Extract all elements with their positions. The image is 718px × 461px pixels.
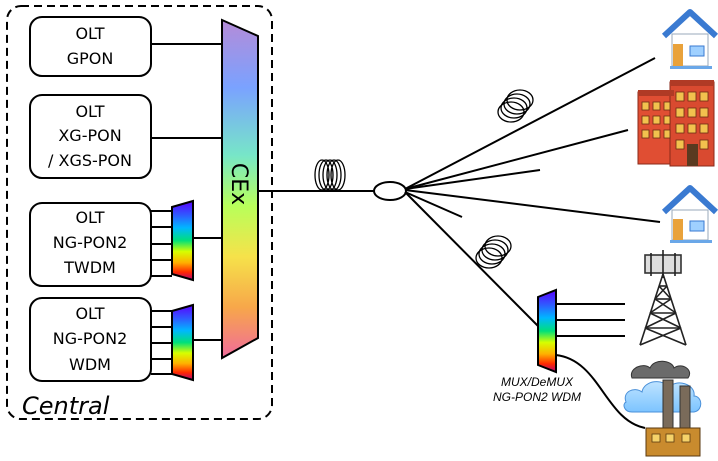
- central-boundary: [6, 5, 273, 420]
- house-icon: [661, 9, 718, 69]
- olt-gpon: OLT GPON: [29, 16, 152, 77]
- mux-label-line1: MUX/DeMUX: [501, 375, 574, 389]
- fiber-coil-icon: [497, 89, 534, 123]
- cex-combiner: [221, 18, 259, 360]
- cell-tower-icon: [639, 250, 687, 346]
- olt-ngpon2-wdm: OLT NG-PON2 WDM: [29, 297, 152, 382]
- olt-twdm-line1: OLT: [75, 208, 104, 227]
- mux-to-tower-lines: [556, 303, 625, 337]
- fiber-coil-icon: [314, 159, 346, 191]
- house-icon: [661, 185, 718, 243]
- olt-xgpon-line1: OLT: [75, 102, 104, 121]
- fiber-coil-icon: [475, 235, 512, 269]
- central-label: Central: [22, 392, 110, 420]
- mux-to-factory-line: [555, 354, 646, 429]
- splitter-icon: [373, 181, 407, 201]
- olt-gpon-line2: GPON: [67, 49, 114, 68]
- olt-to-cex-lines: [151, 43, 222, 375]
- wdm-mux-icon: [171, 303, 194, 382]
- cex-label: CEx: [226, 163, 251, 205]
- olt-wdm-line2: NG-PON2: [53, 329, 128, 348]
- factory-icon: [623, 360, 702, 457]
- olt-xgpon-line2: XG-PON: [58, 126, 121, 145]
- remote-mux-icon: [537, 288, 557, 374]
- olt-xgpon: OLT XG-PON / XGS-PON: [29, 94, 152, 179]
- apartment-building-icon: [637, 80, 715, 167]
- mux-label-line2: NG-PON2 WDM: [493, 390, 581, 404]
- olt-xgpon-line3: / XGS-PON: [48, 151, 132, 170]
- olt-wdm-line3: WDM: [69, 355, 111, 374]
- distribution-fibers: [404, 57, 661, 327]
- twdm-mux-icon: [171, 199, 194, 282]
- olt-twdm-line2: NG-PON2: [53, 233, 128, 252]
- olt-wdm-line1: OLT: [75, 304, 104, 323]
- olt-ngpon2-twdm: OLT NG-PON2 TWDM: [29, 202, 152, 287]
- olt-twdm-line3: TWDM: [63, 258, 116, 277]
- olt-gpon-line1: OLT: [75, 24, 104, 43]
